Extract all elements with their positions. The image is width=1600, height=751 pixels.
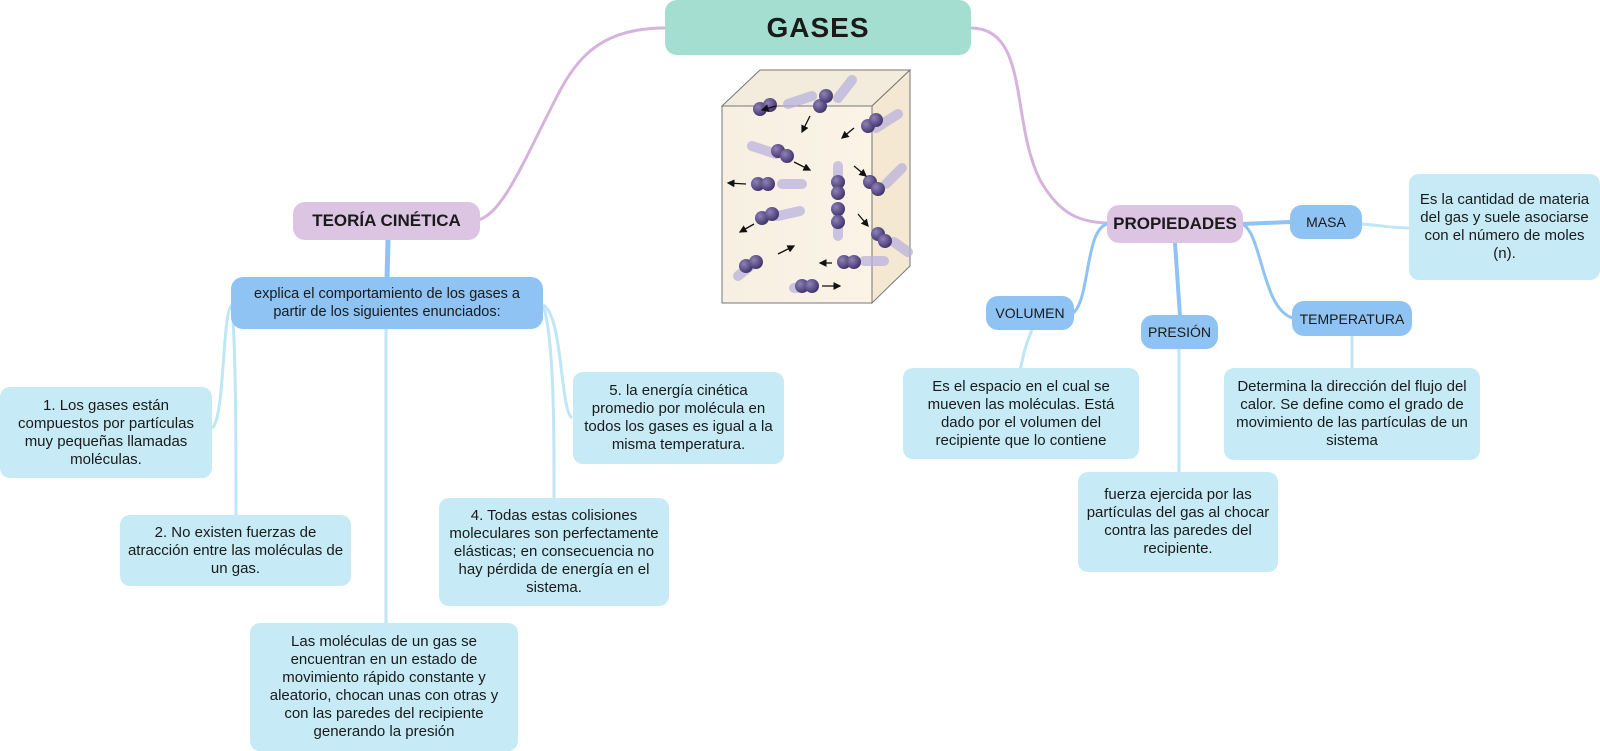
link-theory-intro: [384, 239, 391, 281]
node-statement-2[interactable]: 2. No existen fuerzas de atracción entre…: [120, 515, 351, 586]
node-masa-description[interactable]: Es la cantidad de materia del gas y suel…: [1409, 174, 1600, 280]
statement-2-text: 2. No existen fuerzas de atracción entre…: [127, 523, 344, 577]
link-masa-desc: [1361, 222, 1411, 230]
volumen-description-text: Es el espacio en el cual se mueven las m…: [927, 377, 1115, 449]
presion-label: PRESIÓN: [1147, 324, 1211, 340]
link-root-properties: [969, 26, 1108, 225]
temperatura-description-text: Determina la dirección del flujo del cal…: [1236, 378, 1468, 449]
link-prop-presion: [1173, 242, 1182, 317]
statement-3-text: Las moléculas de un gas se encuentran en…: [269, 633, 499, 740]
node-temperatura-description[interactable]: Determina la dirección del flujo del cal…: [1224, 368, 1480, 460]
node-temperatura[interactable]: TEMPERATURA: [1292, 301, 1412, 336]
statement-5-text: 5. la energía cinética promedio por molé…: [584, 382, 773, 453]
root-title: GASES: [766, 11, 870, 43]
link-intro-s4: [541, 304, 556, 501]
link-prop-volumen: [1071, 222, 1108, 315]
masa-label: MASA: [1306, 214, 1346, 230]
link-intro-s2: [230, 304, 238, 518]
temperatura-label: TEMPERATURA: [1299, 310, 1405, 327]
root-node-gases[interactable]: GASES: [665, 0, 971, 55]
gas-container-illustration: [720, 68, 913, 305]
theory-intro-text: explica el comportamiento de los gases a…: [254, 286, 520, 320]
link-intro-s1: [210, 303, 234, 430]
statement-4-text: 4. Todas estas colisiones moleculares so…: [449, 507, 659, 596]
node-volumen-description[interactable]: Es el espacio en el cual se mueven las m…: [903, 368, 1139, 459]
node-presion[interactable]: PRESIÓN: [1141, 315, 1218, 349]
node-statement-5[interactable]: 5. la energía cinética promedio por molé…: [573, 372, 784, 464]
node-volumen[interactable]: VOLUMEN: [986, 296, 1074, 330]
link-intro-s5: [542, 303, 574, 420]
node-masa[interactable]: MASA: [1290, 205, 1362, 239]
volumen-label: VOLUMEN: [995, 305, 1065, 321]
theory-title: TEORÍA CINÉTICA: [312, 211, 461, 230]
link-root-theory: [477, 26, 666, 222]
statement-1-text: 1. Los gases están compuestos por partíc…: [18, 396, 194, 468]
node-presion-description[interactable]: fuerza ejercida por las partículas del g…: [1078, 472, 1278, 572]
link-prop-masa: [1241, 220, 1291, 226]
link-prop-temperatura: [1241, 222, 1294, 320]
node-statement-1[interactable]: 1. Los gases están compuestos por partíc…: [0, 387, 212, 478]
node-statement-4[interactable]: 4. Todas estas colisiones moleculares so…: [439, 498, 669, 606]
link-volumen-desc: [1018, 329, 1034, 371]
node-teoria-cinetica[interactable]: TEORÍA CINÉTICA: [293, 202, 480, 240]
masa-description-text: Es la cantidad de materia del gas y suel…: [1419, 191, 1590, 262]
node-propiedades[interactable]: PROPIEDADES: [1107, 205, 1243, 243]
node-statement-3[interactable]: Las moléculas de un gas se encuentran en…: [250, 623, 518, 751]
properties-title: PROPIEDADES: [1113, 214, 1237, 233]
node-theory-intro[interactable]: explica el comportamiento de los gases a…: [231, 277, 543, 329]
presion-description-text: fuerza ejercida por las partículas del g…: [1086, 486, 1270, 557]
